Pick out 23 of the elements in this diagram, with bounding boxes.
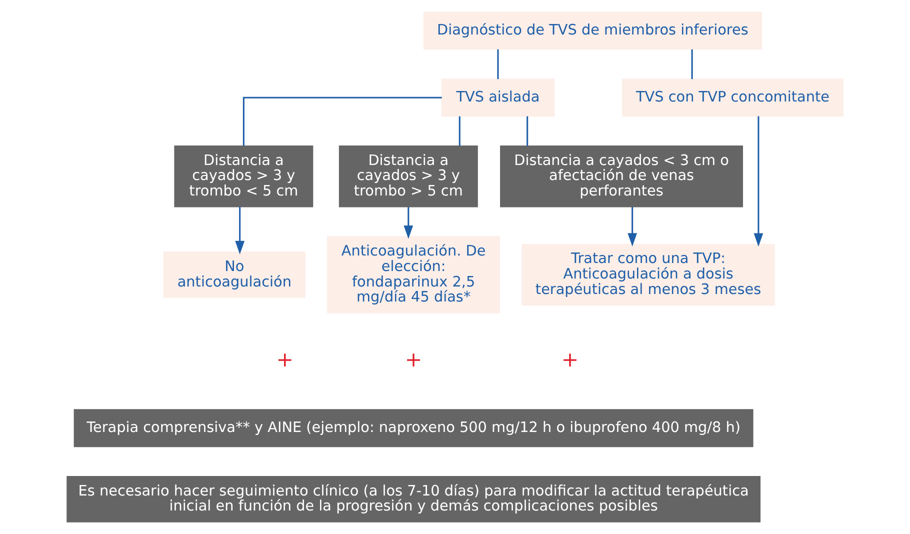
connector [497,49,499,80]
connector [242,96,442,146]
connector [458,116,460,146]
node-box: No anticoagulación [163,252,306,298]
arrow [754,116,764,247]
node-box: TVS aislada [441,78,555,117]
node-box: Distancia a cayados < 3 cm o afectación de venas perforantes [500,146,744,208]
label: + [561,347,579,372]
node-box: Anticoagulación. De elección: fondaparinux 2,5 mg/día 45 días* [327,236,500,314]
arrow [404,206,414,239]
node-box: Distancia a cayados > 3 y trombo < 5 cm [174,146,314,208]
node-box: Distancia a cayados > 3 y trombo > 5 cm [338,146,478,208]
arrow [628,206,638,247]
node-box: TVS con TVP concomitante [622,78,844,117]
node-box: Terapia comprensiva** y AINE (ejemplo: naproxeno 500 mg/12 h o ibuprofeno 400 mg/8 h) [74,409,754,448]
connector [691,49,693,80]
node-box: Tratar como una TVP: Anticoagulación a dosis terapéuticas al menos 3 meses [522,244,775,306]
node-box: Es necesario hacer seguimiento clínico (a los 7-10 días) para modificar la actitud terapéutica inicial en función de la progresión y demás complicaciones posibles [66,476,761,522]
node-box: Diagnóstico de TVS de miembros inferiores [423,12,762,50]
connector [526,116,528,146]
arrow [235,206,245,254]
label: + [276,347,294,372]
label: + [404,347,422,372]
